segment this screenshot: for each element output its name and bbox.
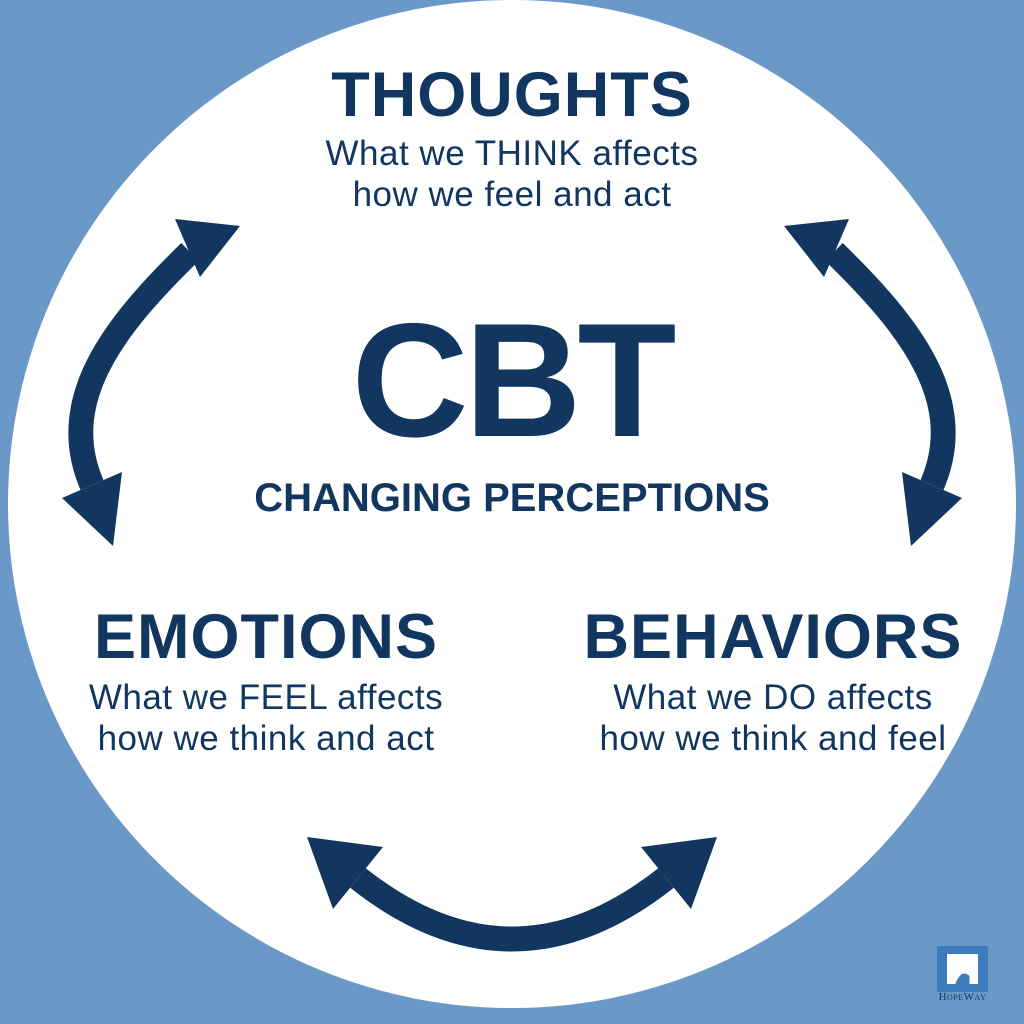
- center-acronym: CBT: [351, 290, 677, 471]
- thoughts-title: THOUGHTS: [331, 60, 693, 130]
- behaviors-title: BEHAVIORS: [583, 602, 963, 672]
- emotions-title: EMOTIONS: [93, 602, 438, 672]
- thoughts-desc-line2: how we feel and act: [352, 174, 672, 214]
- arrow-thoughts-emotions: [62, 219, 240, 546]
- arrow-emotions-behaviors: [307, 837, 717, 952]
- behaviors-desc-line2: how we think and feel: [599, 718, 947, 758]
- arrowhead-up-right-icon: [175, 219, 240, 277]
- behaviors-desc-line1: What we DO affects: [613, 678, 933, 717]
- hopeway-wordmark: HopeWay: [938, 991, 987, 1003]
- hopeway-logo-icon: [937, 946, 988, 992]
- arrowhead-left-icon: [307, 837, 383, 909]
- main-circle: [8, 0, 1016, 1008]
- arrowhead-down-right-icon: [902, 472, 962, 546]
- center-tagline: CHANGING PERCEPTIONS: [254, 476, 770, 520]
- arrowhead-down-left-icon: [62, 472, 122, 546]
- emotions-desc-line1: What we FEEL affects: [88, 678, 444, 717]
- arrow-thoughts-behaviors: [784, 219, 962, 546]
- arrowhead-up-left-icon: [784, 219, 849, 277]
- emotions-desc-line2: how we think and act: [97, 718, 435, 758]
- thoughts-desc-line1: What we THINK affects: [325, 134, 699, 173]
- arrowhead-right-icon: [641, 837, 717, 909]
